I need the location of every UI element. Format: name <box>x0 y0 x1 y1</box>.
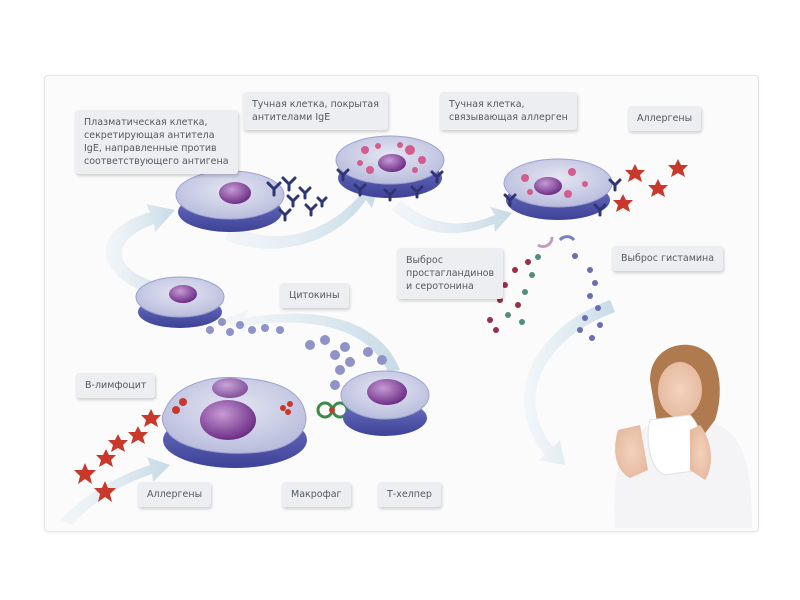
label-allergens-bottom: Аллергены <box>138 482 212 507</box>
label-plasma-cell: Плазматическая клетка, секретирующая ант… <box>75 110 238 174</box>
mast-cell-granules <box>357 142 426 174</box>
histamine-dots <box>572 253 603 341</box>
macrophage-cell <box>161 376 307 468</box>
arrow-bcell-to-plasma <box>105 204 175 290</box>
label-mast-cell-binding-allergen: Тучная клетка, связывающая аллерген <box>440 92 577 130</box>
ige-antibodies <box>266 176 328 222</box>
label-t-helper: Т-хелпер <box>378 482 441 507</box>
arrow-thelper-to-bcell <box>222 310 400 372</box>
t-helper-cell <box>340 370 430 436</box>
arrow-allergens-in <box>60 457 170 525</box>
arrow-mastcell-to-binding <box>392 200 512 234</box>
allergens-bottom <box>74 409 161 502</box>
mhc-tcr-complex <box>316 401 349 419</box>
b-lymphocyte-cell <box>135 276 225 328</box>
receptor-arcs <box>537 235 576 249</box>
plasma-cell-nucleus <box>219 182 251 204</box>
plasma-cell <box>175 170 285 232</box>
label-prostaglandin-serotonin-release: Выброс простагландинов и серотонина <box>397 248 504 299</box>
label-mast-cell-ige-coated: Тучная клетка, покрытая антителами IgE <box>243 92 388 130</box>
arrow-histamine-to-woman <box>524 300 615 465</box>
label-cytokines: Цитокины <box>280 283 349 308</box>
mast-cell-ige-coated <box>335 135 445 202</box>
label-allergens-top: Аллергены <box>628 106 702 131</box>
label-histamine-release: Выброс гистамина <box>612 246 724 271</box>
label-macrophage: Макрофаг <box>282 482 351 507</box>
cytokine-dots <box>206 318 387 390</box>
macrophage-nucleus <box>200 400 256 440</box>
allergens-top <box>613 159 688 212</box>
mast-cell-nucleus <box>378 154 406 172</box>
mast-cell-binding-allergen <box>503 158 622 220</box>
sneezing-woman-image <box>614 344 752 528</box>
label-b-lymphocyte: В-лимфоцит <box>76 373 156 398</box>
